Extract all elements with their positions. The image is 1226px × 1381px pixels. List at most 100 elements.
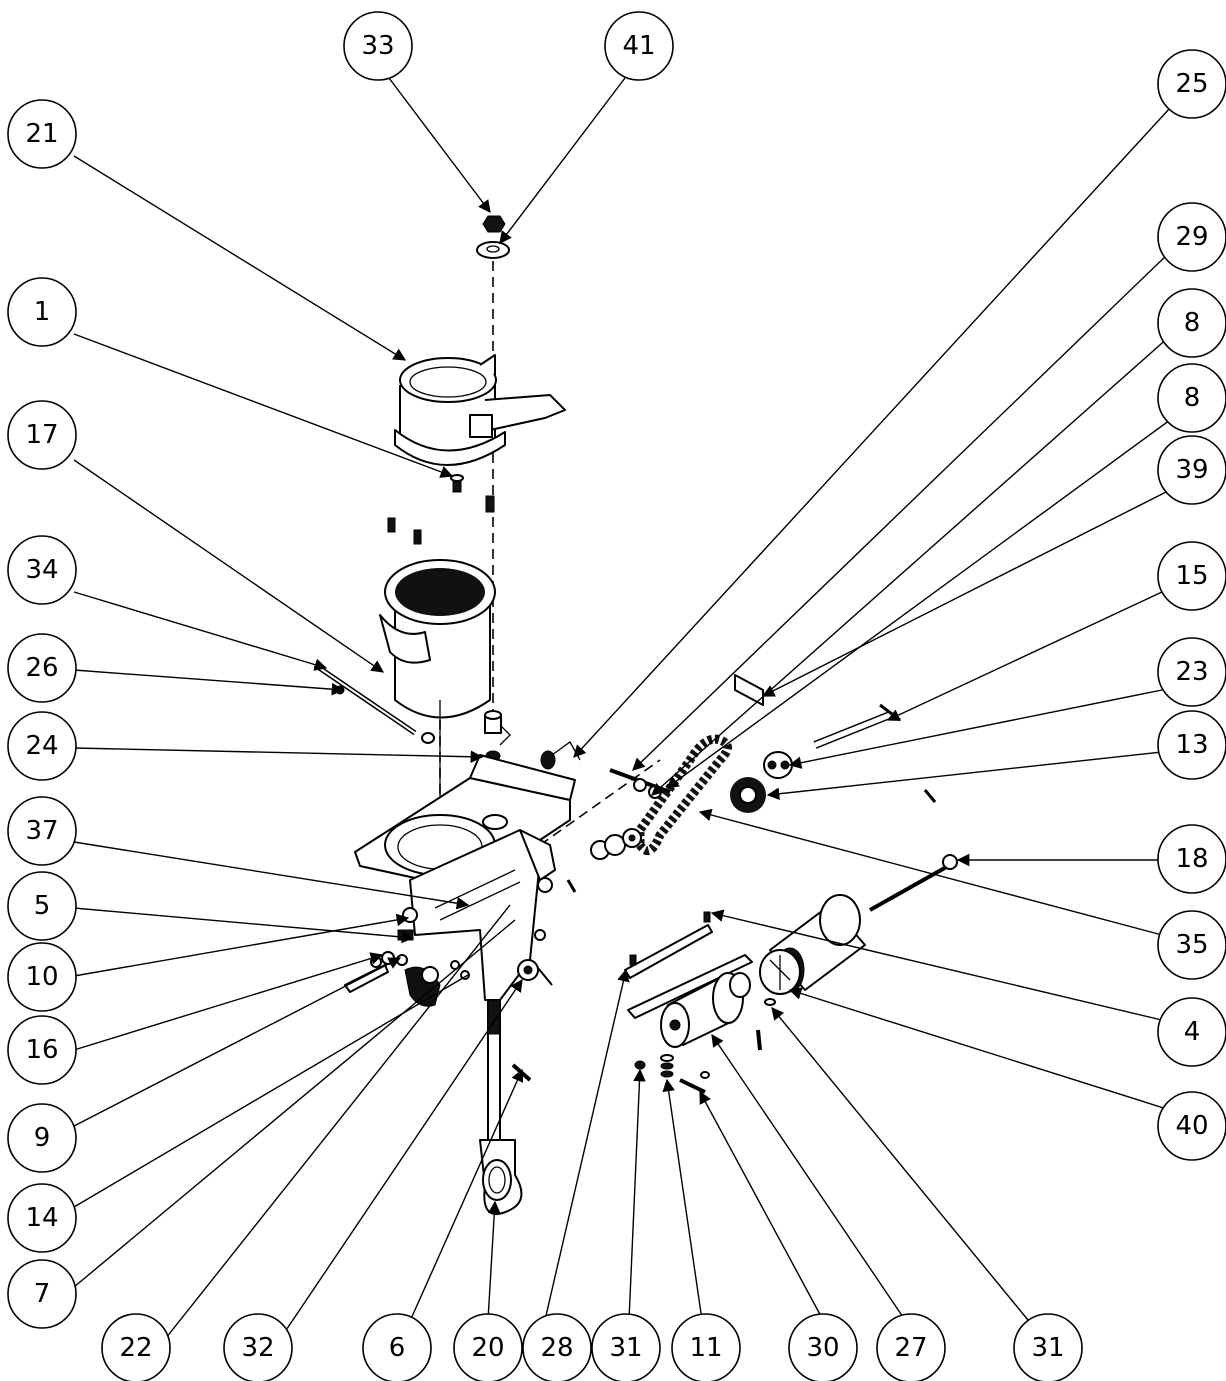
leader-39 bbox=[761, 489, 1171, 697]
leader-32 bbox=[273, 978, 523, 1349]
leader-23 bbox=[788, 689, 1163, 769]
roller-part-27 bbox=[660, 972, 751, 1048]
balloon-label: 8 bbox=[1184, 308, 1201, 338]
part-balloons: 33 41 21 25 29 1 8 8 17 39 15 34 23 26 1… bbox=[7, 11, 1226, 1381]
balloon-label: 21 bbox=[25, 119, 58, 149]
shaft-part-20 bbox=[479, 999, 532, 1216]
washer-part-41 bbox=[476, 241, 510, 259]
balloon-label: 32 bbox=[241, 1333, 274, 1363]
balloon-label: 16 bbox=[25, 1035, 58, 1065]
leader-28 bbox=[544, 968, 630, 1321]
balloon-label: 37 bbox=[25, 816, 58, 846]
leader-25 bbox=[573, 107, 1171, 758]
balloon-label: 22 bbox=[119, 1333, 152, 1363]
leader-4 bbox=[710, 909, 1171, 1023]
balloon-31: 31 bbox=[1013, 1313, 1083, 1381]
balloon-25: 25 bbox=[1157, 49, 1226, 119]
nut-part-33 bbox=[482, 215, 506, 233]
balloon-label: 41 bbox=[622, 31, 655, 61]
leader-5 bbox=[73, 907, 415, 944]
shaft-axis bbox=[539, 759, 661, 846]
balloon-22: 22 bbox=[101, 1313, 171, 1381]
balloon-10: 10 bbox=[7, 942, 77, 1012]
leader-33 bbox=[388, 77, 491, 214]
balloon-label: 6 bbox=[389, 1333, 406, 1363]
balloon-label: 23 bbox=[1175, 657, 1208, 687]
leader-27 bbox=[711, 1033, 906, 1321]
leader-6 bbox=[397, 1068, 524, 1349]
balloon-35: 35 bbox=[1157, 910, 1226, 980]
balloon-4: 4 bbox=[1157, 997, 1226, 1067]
leader-1 bbox=[73, 333, 454, 478]
leader-17 bbox=[73, 459, 385, 673]
leader-16 bbox=[73, 952, 384, 1051]
balloon-label: 18 bbox=[1175, 844, 1208, 874]
balloon-label: 9 bbox=[34, 1123, 51, 1153]
leader-lines bbox=[73, 77, 1171, 1349]
sprocket-part-13 bbox=[730, 777, 766, 813]
balloon-label: 11 bbox=[689, 1333, 722, 1363]
leader-15 bbox=[886, 591, 1163, 721]
balloon-37: 37 bbox=[7, 796, 77, 866]
leader-29 bbox=[632, 251, 1171, 771]
leader-11 bbox=[662, 1078, 703, 1321]
balloon-label: 31 bbox=[1031, 1333, 1064, 1363]
leader-22 bbox=[157, 904, 511, 1349]
leader-8a bbox=[651, 335, 1171, 796]
balloon-31: 31 bbox=[591, 1313, 661, 1381]
balloon-label: 7 bbox=[34, 1279, 51, 1309]
balloon-label: 15 bbox=[1175, 561, 1208, 591]
bushing-part-24 bbox=[484, 710, 511, 762]
balloon-label: 39 bbox=[1175, 455, 1208, 485]
balloon-24: 24 bbox=[7, 711, 77, 781]
balloon-label: 35 bbox=[1175, 930, 1208, 960]
upper-housing-part-21 bbox=[394, 354, 566, 466]
leader-30 bbox=[699, 1090, 824, 1321]
balloon-34: 34 bbox=[7, 535, 77, 605]
balloon-33: 33 bbox=[343, 11, 413, 81]
balloon-label: 27 bbox=[894, 1333, 927, 1363]
balloon-label: 20 bbox=[471, 1333, 504, 1363]
filter-canister-part-17 bbox=[379, 559, 496, 855]
balloon-18: 18 bbox=[1157, 824, 1226, 894]
bearing-part-32 bbox=[517, 959, 553, 986]
drive-shaft-part-18 bbox=[869, 854, 958, 912]
balloon-17: 17 bbox=[7, 400, 77, 470]
balloon-label: 17 bbox=[25, 420, 58, 450]
balloon-23: 23 bbox=[1157, 637, 1226, 707]
label-part-39 bbox=[734, 674, 764, 706]
parts-artwork bbox=[313, 215, 958, 1216]
leader-31a bbox=[628, 1068, 646, 1321]
balloon-1: 1 bbox=[7, 277, 77, 347]
balloon-label: 1 bbox=[34, 297, 51, 327]
balloon-label: 29 bbox=[1175, 222, 1208, 252]
balloon-9: 9 bbox=[7, 1103, 77, 1173]
balloon-6: 6 bbox=[362, 1313, 432, 1381]
balloon-21: 21 bbox=[7, 99, 77, 169]
balloon-7: 7 bbox=[7, 1259, 77, 1329]
balloon-27: 27 bbox=[876, 1313, 946, 1381]
drum-part-40 bbox=[759, 894, 866, 995]
coupler-part-23 bbox=[763, 751, 793, 779]
balloon-29: 29 bbox=[1157, 202, 1226, 272]
balloon-32: 32 bbox=[223, 1313, 293, 1381]
balloon-5: 5 bbox=[7, 871, 77, 941]
balloon-label: 25 bbox=[1175, 69, 1208, 99]
leader-7 bbox=[73, 919, 516, 1288]
leader-34 bbox=[73, 591, 328, 671]
leader-35 bbox=[698, 808, 1163, 936]
leader-10 bbox=[73, 913, 410, 977]
balloon-20: 20 bbox=[453, 1313, 523, 1381]
balloon-label: 34 bbox=[25, 555, 58, 585]
balloon-label: 26 bbox=[25, 653, 58, 683]
leader-31b bbox=[771, 1007, 1029, 1321]
leader-26 bbox=[73, 669, 345, 696]
leader-14 bbox=[73, 974, 469, 1208]
balloon-26: 26 bbox=[7, 633, 77, 703]
balloon-label: 14 bbox=[25, 1203, 58, 1233]
balloon-8: 8 bbox=[1157, 363, 1226, 433]
balloon-label: 13 bbox=[1175, 730, 1208, 760]
balloon-label: 40 bbox=[1175, 1111, 1208, 1141]
leader-21 bbox=[73, 155, 407, 361]
